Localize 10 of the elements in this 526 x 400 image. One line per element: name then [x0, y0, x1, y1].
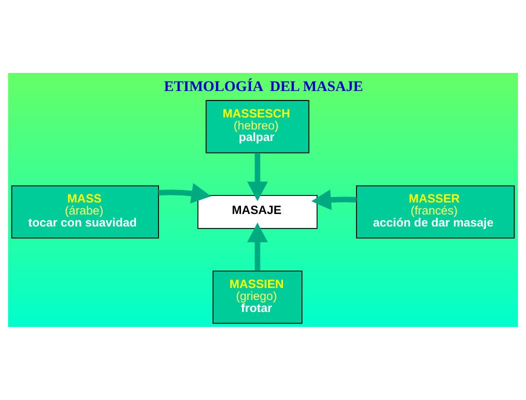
node-box: MASSIEN (griego) frotar [212, 270, 302, 324]
arrow [311, 190, 357, 210]
arrow [247, 222, 268, 271]
arrow [158, 183, 212, 204]
diagram-title: ETIMOLOGÍA DEL MASAJE [164, 79, 364, 96]
node-box: MASSER (francés) acción de dar masaje [356, 185, 515, 239]
node-box: MASAJE [197, 194, 318, 229]
arrow [247, 153, 268, 202]
node-box: MASSESCH (hebreo) palpar [206, 100, 310, 154]
node-box: MASS (árabe) tocar con suavidad [11, 185, 159, 239]
